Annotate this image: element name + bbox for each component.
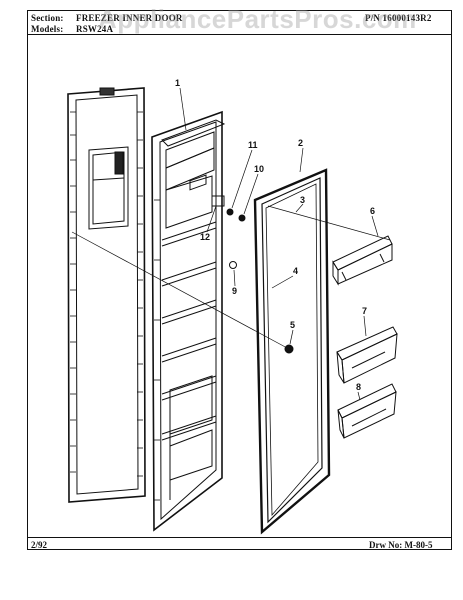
callout-9: 9: [232, 286, 237, 296]
section-value: FREEZER INNER DOOR: [76, 13, 183, 23]
section-label: Section:: [31, 13, 64, 23]
callout-1: 1: [175, 78, 180, 88]
callout-7: 7: [362, 306, 367, 316]
callout-5: 5: [290, 320, 295, 330]
inner-door-liner: [151, 110, 226, 532]
part-10-screw: [238, 214, 246, 222]
models-label: Models:: [31, 24, 64, 34]
watermark: AppliancePartsPros.com: [98, 4, 417, 34]
part-12-bracket: [211, 195, 225, 207]
callout-10: 10: [254, 164, 264, 174]
part-11-clip: [226, 208, 234, 216]
callout-6: 6: [370, 206, 375, 216]
callout-8: 8: [356, 382, 361, 392]
revision-date: 2/92: [31, 540, 48, 550]
callout-4: 4: [293, 266, 298, 276]
drawing-frame: [27, 10, 452, 550]
outer-door-panel: [67, 87, 146, 503]
door-gasket: [253, 168, 331, 535]
models-value: RSW24A: [76, 24, 114, 34]
callout-2: 2: [298, 138, 303, 148]
door-bin-7: [336, 326, 398, 384]
callout-3: 3: [300, 195, 305, 205]
drawing-number: Drw No: M-80-5: [369, 540, 433, 550]
callout-11: 11: [248, 140, 258, 150]
door-bin-8: [337, 383, 397, 439]
header-divider: [27, 34, 452, 35]
part-number: P/N 16000143R2: [365, 13, 432, 23]
door-shelf-6: [332, 235, 393, 286]
callout-12: 12: [200, 232, 210, 242]
footer-divider: [27, 537, 452, 538]
part-9-plug: [229, 261, 237, 269]
